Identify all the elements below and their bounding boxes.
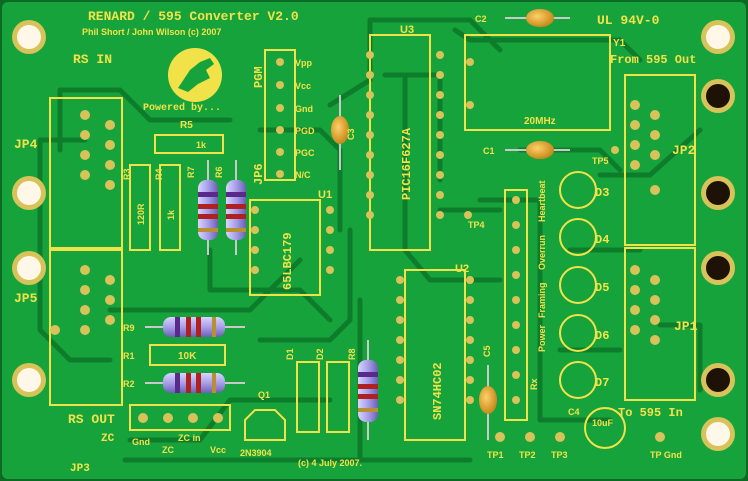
q1-part: 2N3904 — [240, 448, 272, 458]
d7-label: D7 — [595, 376, 609, 390]
silkscreen-text: RENARD / 595 Converter V2.0 Phil Short /… — [14, 9, 698, 475]
rj45-outlines — [49, 34, 696, 441]
resistor-r8 — [358, 340, 378, 440]
tp4-label: TP4 — [468, 220, 485, 230]
r8-label: R8 — [347, 348, 357, 360]
u2-part: SN74HC02 — [431, 362, 445, 420]
c3-label: C3 — [346, 128, 356, 140]
powered-by-text: Powered by... — [143, 102, 221, 114]
zc-label: ZC — [101, 433, 115, 445]
d1-label: D1 — [285, 348, 295, 360]
board-authors: Phil Short / John Wilson (c) 2007 — [82, 27, 221, 37]
tp1-label: TP1 — [487, 450, 504, 460]
y1-label: Y1 — [613, 38, 626, 49]
rx-label: Rx — [529, 378, 539, 390]
d6-label: D6 — [595, 329, 609, 343]
capacitor-c3 — [331, 95, 349, 170]
r1-label: R1 — [123, 351, 135, 361]
tp3-label: TP3 — [551, 450, 568, 460]
jp3-pin-zc: ZC — [162, 445, 174, 455]
rs-out-label: RS OUT — [68, 412, 115, 427]
jp6-label: JP6 — [252, 163, 266, 185]
tp-gnd-label: TP Gnd — [650, 450, 682, 460]
led-label-heartbeat: Heartbeat — [537, 180, 547, 222]
r3-label: R3 — [122, 168, 132, 180]
pgm-pin-vcc: Vcc — [295, 81, 311, 91]
u1-part: 65LBC179 — [281, 232, 295, 290]
y1-freq: 20MHz — [524, 116, 556, 127]
resistor-r2 — [145, 373, 245, 393]
r4-value: 1k — [166, 209, 176, 220]
tp5-label: TP5 — [592, 156, 609, 166]
c1-label: C1 — [483, 146, 495, 156]
pgm-pin-nc: N/C — [295, 170, 311, 180]
c2-label: C2 — [475, 14, 487, 24]
pgm-pin-vpp: Vpp — [295, 58, 313, 68]
led-label-power: Power — [537, 324, 547, 352]
r2-label: R2 — [123, 379, 135, 389]
u3-part: PIC16F627A — [400, 127, 414, 200]
pgm-pin-pgc: PGC — [295, 148, 315, 158]
capacitor-c2 — [505, 9, 570, 27]
q1-label: Q1 — [258, 390, 270, 400]
led-label-overrun: Overrun — [537, 235, 547, 270]
d3-label: D3 — [595, 186, 609, 200]
r6-label: R6 — [214, 166, 224, 178]
c5-label: C5 — [482, 345, 492, 357]
resistor-r7 — [198, 160, 218, 255]
from-595-label: From 595 Out — [610, 53, 696, 67]
ic-pads — [138, 51, 665, 442]
board-rating: UL 94V-0 — [597, 13, 660, 28]
c4-value: 10uF — [592, 418, 614, 428]
board-title: RENARD / 595 Converter V2.0 — [88, 9, 299, 24]
resistor-r6 — [226, 160, 246, 255]
r9-label: R9 — [123, 323, 135, 333]
d4-label: D4 — [595, 233, 609, 247]
resistor-r9 — [145, 317, 245, 337]
led-outlines — [244, 171, 626, 449]
board-date: (c) 4 July 2007. — [298, 458, 362, 468]
r4-label: R4 — [154, 168, 164, 180]
to-595-label: To 595 In — [618, 406, 683, 420]
capacitor-c5 — [479, 365, 497, 440]
powered-by-logo — [168, 48, 222, 102]
pgm-pin-pgd: PGD — [295, 126, 315, 136]
jp5-label: JP5 — [14, 291, 38, 306]
jp2-label: JP2 — [672, 143, 696, 158]
jp1-label: JP1 — [674, 319, 698, 334]
r1-value: 10K — [178, 351, 197, 362]
u1-label: U1 — [318, 189, 332, 201]
jp3-label: JP3 — [70, 463, 90, 475]
pgm-label: PGM — [252, 66, 266, 88]
capacitor-c1 — [505, 141, 570, 159]
jp3-pin-zcin: ZC in — [178, 433, 201, 443]
tp2-label: TP2 — [519, 450, 536, 460]
c4-label: C4 — [568, 407, 580, 417]
r7-label: R7 — [186, 166, 196, 178]
led-label-framing: Framing — [537, 282, 547, 318]
rs-in-label: RS IN — [73, 52, 112, 67]
d5-label: D5 — [595, 281, 609, 295]
u2-label: U2 — [455, 263, 469, 275]
d2-label: D2 — [315, 348, 325, 360]
jp3-pin-gnd: Gnd — [132, 437, 150, 447]
r5-value: 1k — [196, 140, 207, 150]
mounting-holes — [12, 20, 735, 451]
r3-value: 120R — [136, 203, 146, 225]
connector-pads — [50, 100, 660, 345]
u3-label: U3 — [400, 24, 414, 36]
jp3-pin-vcc: Vcc — [210, 445, 226, 455]
pgm-pin-gnd: Gnd — [295, 104, 313, 114]
jp4-label: JP4 — [14, 137, 38, 152]
traces — [37, 17, 703, 463]
r5-label: R5 — [180, 120, 193, 131]
